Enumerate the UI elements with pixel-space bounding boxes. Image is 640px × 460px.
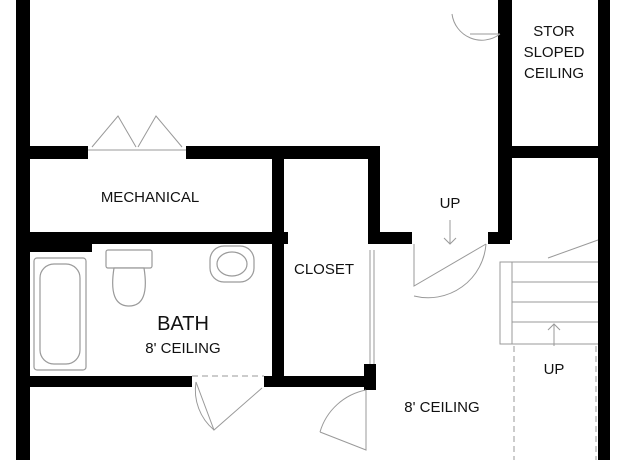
- up-label-center: UP: [440, 195, 461, 212]
- closet-label: CLOSET: [294, 261, 354, 278]
- center-up-arrow: [443, 220, 457, 245]
- bathtub: [33, 257, 87, 371]
- bath-label: BATH: [157, 313, 209, 335]
- stor-label-line1: STOR: [533, 23, 575, 40]
- mechanical-double-door: [88, 115, 186, 151]
- stor-left-wall: [498, 0, 512, 240]
- bath-door: [192, 375, 264, 431]
- up-label-stair: UP: [544, 361, 565, 378]
- closet-right-wall-upper: [368, 146, 380, 244]
- stair-up-arrow: [547, 323, 561, 346]
- hall-top-wall-left: [368, 232, 412, 244]
- lower-hall-door: [319, 389, 367, 451]
- stairs: [443, 220, 599, 460]
- hall-top-wall-right: [488, 232, 510, 244]
- stor-label-line2: SLOPED: [524, 44, 585, 61]
- walls: [16, 0, 610, 460]
- closet-left-wall: [272, 146, 284, 378]
- hall-ceiling-label: 8' CEILING: [404, 399, 479, 416]
- doors: [88, 13, 501, 451]
- stor-bottom-wall: [498, 146, 610, 158]
- toilet: [105, 249, 153, 307]
- closet-bifold-door: [369, 250, 375, 364]
- right-exterior-wall: [598, 0, 610, 460]
- bath-top-thick-wall: [16, 236, 92, 252]
- hall-door: [413, 243, 487, 299]
- mechanical-top-wall-left: [16, 146, 88, 159]
- room-labels: STOR SLOPED CEILING MECHANICAL UP CLOSET…: [101, 23, 585, 416]
- bath-bottom-wall-left: [16, 376, 192, 387]
- stor-label-line3: CEILING: [524, 65, 584, 82]
- bath-ceiling-label: 8' CEILING: [145, 340, 220, 357]
- bath-fixtures: [33, 245, 255, 371]
- bath-bottom-wall-right: [264, 376, 376, 387]
- stor-door: [451, 13, 501, 41]
- mechanical-label: MECHANICAL: [101, 189, 199, 206]
- left-exterior-wall: [16, 0, 30, 460]
- sink: [209, 245, 255, 283]
